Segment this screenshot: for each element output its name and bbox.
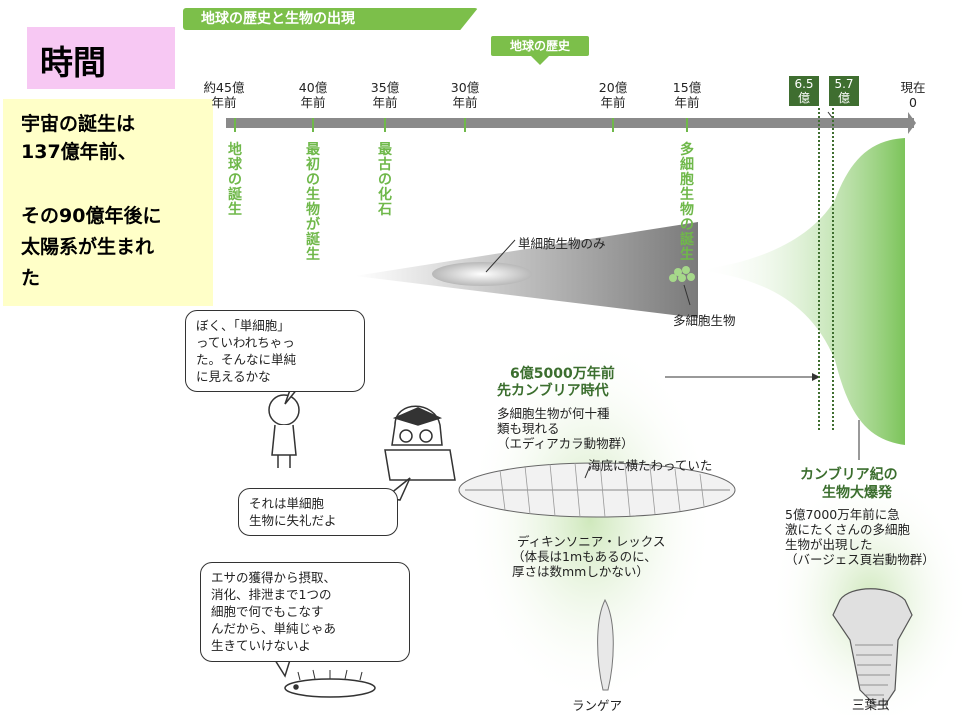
tick-mark: [464, 118, 466, 132]
doctor-character: [384, 405, 456, 481]
timeline-bar: [226, 118, 914, 128]
doctor-speech-bubble: それは単細胞 生物に失礼だよ: [238, 488, 398, 536]
timeline-arrowhead-icon: [908, 112, 916, 134]
page-title: 地球の歴史と生物の出現: [183, 8, 478, 30]
precambrian-title: 6億5000万年前: [510, 366, 615, 382]
note-line: その90億年後に: [21, 205, 162, 227]
tick-label-35: 35億年前: [370, 80, 400, 110]
cambrian-title: カンブリア紀の: [800, 467, 898, 483]
cambrian-subtitle: 生物大爆発: [822, 485, 892, 501]
rangea-label: ランゲア: [572, 698, 623, 713]
note-line: た: [21, 267, 41, 289]
event-first-life: 最初の生物が誕生: [306, 142, 320, 263]
tick-label-20: 20億年前: [598, 80, 628, 110]
dickinsonia-name: ディキンソニア・レックス: [517, 534, 666, 549]
bubble-line: エサの獲得から摂取、: [211, 570, 337, 585]
tick-mark: [234, 118, 236, 132]
bubble-line: 生物に失礼だよ: [249, 513, 337, 528]
multicellular-cluster-icon: [669, 266, 695, 282]
bubble-line: っていわれちゃっ: [196, 335, 295, 350]
worm-speech-bubble: エサの獲得から摂取、 消化、排泄まで1つの 細胞で何でもこなす んだから、単純じ…: [200, 562, 410, 662]
dickinsonia-note-1: （体長は1mもあるのに、: [512, 549, 657, 564]
tick-mark: [612, 118, 614, 132]
trilobite-fossil: [832, 588, 913, 706]
marker-line-6-5: [818, 108, 820, 430]
bubble-line: 細胞で何でもこなす: [211, 604, 324, 619]
bubble-line: それは単細胞: [249, 496, 325, 511]
kid-character: [268, 394, 300, 468]
cambrian-desc-4: （バージェス頁岩動物群）: [785, 552, 935, 567]
note-line: 137億年前、: [21, 141, 137, 163]
marker-line-5-7: [832, 108, 834, 430]
note-box: 宇宙の誕生は 137億年前、 その90億年後に 太陽系が生まれ た: [3, 99, 213, 306]
precambrian-desc-2: 類も現れる: [497, 421, 560, 436]
precambrian-subtitle: 先カンブリア時代: [497, 383, 609, 399]
worm-character: [284, 669, 376, 698]
unicellular-cell: [432, 262, 532, 286]
multicellular-label: 多細胞生物: [673, 313, 736, 328]
event-multicellular: 多細胞生物の誕生: [680, 142, 694, 263]
tick-label-40: 40億年前: [298, 80, 328, 110]
tick-mark: [312, 118, 314, 132]
tick-mark: [686, 118, 688, 132]
dickinsonia-note-2: 厚さは数mmしかない）: [512, 564, 649, 579]
precambrian-desc-3: （エディアカラ動物群）: [497, 436, 634, 451]
bubble-line: ぼく、「単細胞」: [196, 318, 290, 333]
bubble-line: 生きていけないよ: [211, 638, 311, 653]
unicellular-only-label: 単細胞生物のみ: [518, 236, 606, 251]
kid-speech-bubble: ぼく、「単細胞」 っていわれちゃっ た。そんなに単純 に見えるかな: [185, 310, 365, 392]
tick-label-15: 15億年前: [672, 80, 702, 110]
event-earth-birth: 地球の誕生: [228, 142, 242, 218]
bubble-line: 消化、排泄まで1つの: [211, 587, 332, 602]
precambrian-desc-1: 多細胞生物が何十種: [497, 406, 610, 421]
cambrian-desc-3: 生物が出現した: [785, 537, 873, 552]
tick-label-30: 30億年前: [450, 80, 480, 110]
bubble-line: た。そんなに単純: [196, 352, 297, 367]
note-line: 宇宙の誕生は: [21, 113, 136, 135]
event-oldest-fossil: 最古の化石: [378, 142, 392, 218]
down-arrow-icon: [531, 56, 549, 65]
bubble-line: に見えるかな: [196, 369, 271, 384]
history-tab-label: 地球の歴史: [491, 36, 589, 56]
tick-label-45: 約45億年前: [203, 80, 245, 110]
multicellular-fan: [698, 138, 905, 445]
cambrian-desc-1: 5億7000万年前に急: [785, 507, 900, 522]
bubble-line: んだから、単純じゃあ: [211, 621, 337, 636]
rangea-fossil: [597, 598, 614, 691]
time-label: 時間: [40, 43, 106, 82]
cambrian-desc-2: 激にたくさんの多細胞: [785, 522, 911, 537]
precambrian-glow: [465, 335, 715, 705]
tick-mark: [384, 118, 386, 132]
time-box: [27, 27, 175, 89]
seabed-label: 海底に横たわっていた: [588, 458, 713, 473]
note-line: 太陽系が生まれ: [21, 236, 155, 258]
trilobite-label: 三葉虫: [852, 697, 890, 712]
